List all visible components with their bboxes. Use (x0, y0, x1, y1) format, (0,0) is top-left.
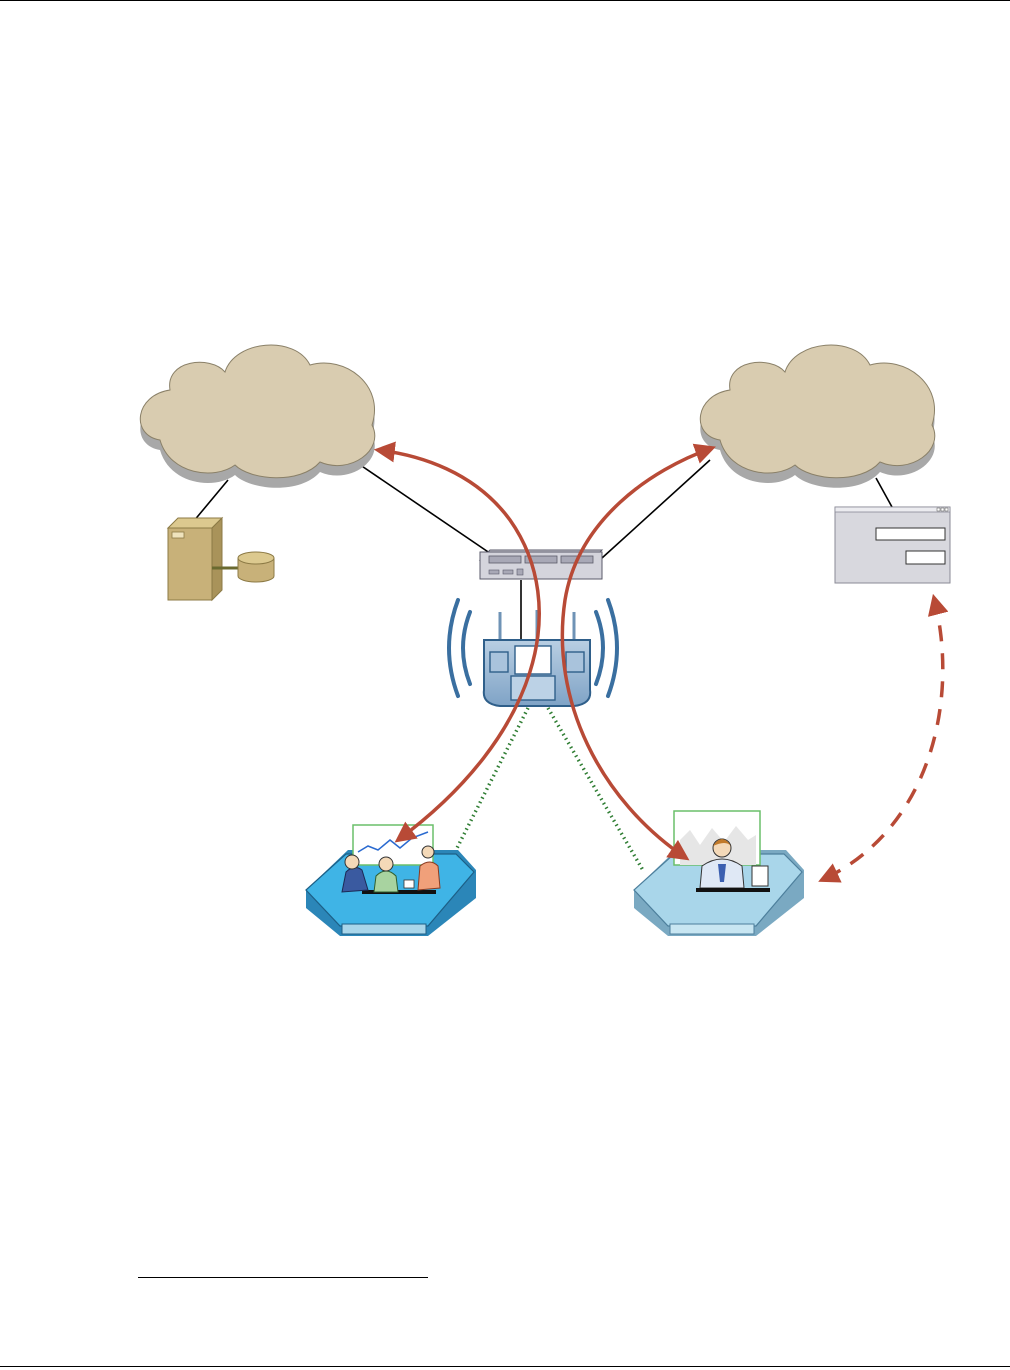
server-tower-icon (168, 518, 238, 600)
cloud-right-icon (700, 345, 934, 488)
link-cloud-left-switch (350, 458, 500, 560)
single-user-client-icon (634, 811, 804, 936)
cloud-left-icon (140, 345, 374, 488)
connection-lines (193, 458, 892, 640)
link-cloud-right-window (876, 478, 892, 507)
network-switch-icon (480, 550, 602, 579)
wireless-access-point-icon (484, 610, 590, 706)
footer-rule (0, 1366, 1010, 1367)
meeting-group-client-icon (306, 825, 476, 936)
application-window-icon (835, 507, 950, 583)
footnote-rule (138, 1277, 428, 1278)
database-icon (238, 552, 274, 582)
link-cloud-left-server (193, 480, 228, 522)
flow-arrow-window-to-single (822, 598, 943, 880)
